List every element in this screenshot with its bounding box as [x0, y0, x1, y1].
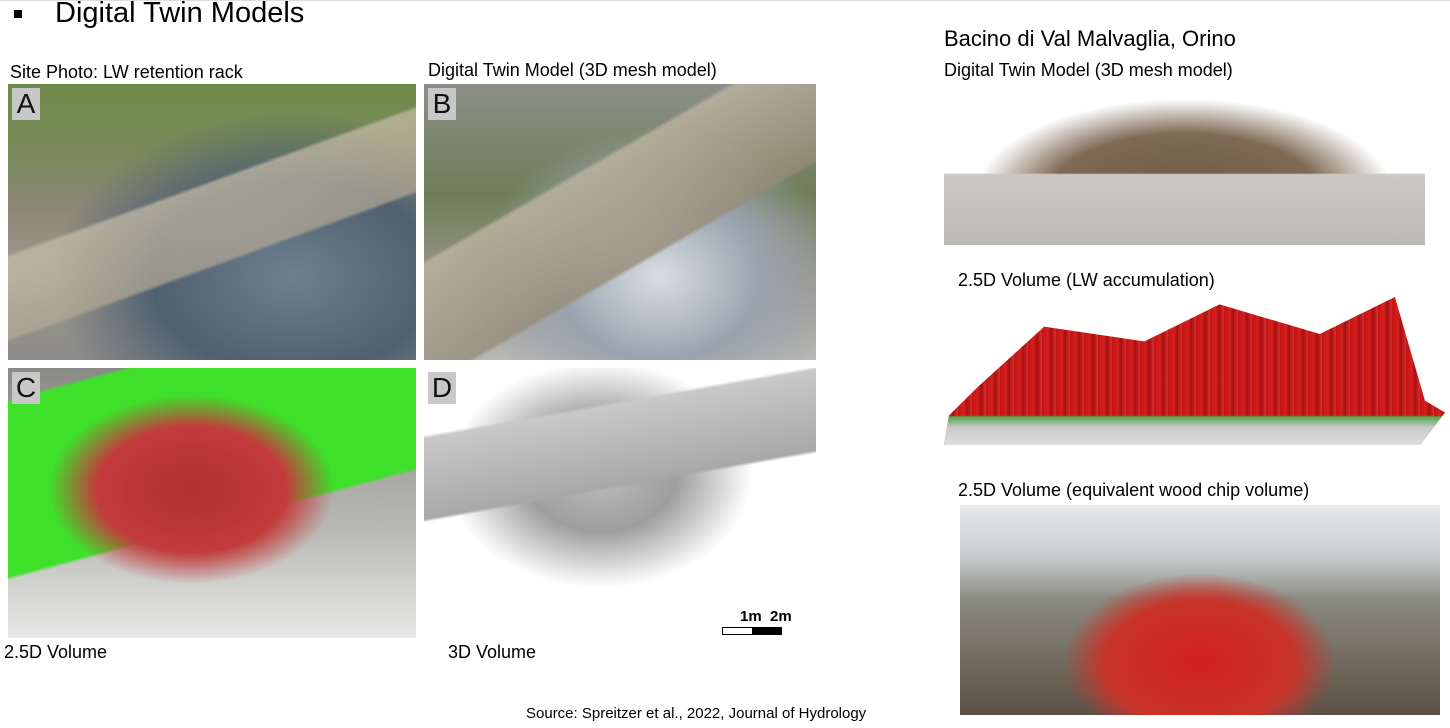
site-title: Bacino di Val Malvaglia, Orino	[944, 26, 1236, 51]
panel-label-d: D	[428, 372, 456, 404]
top-divider	[0, 0, 1450, 1]
right-mesh-label: Digital Twin Model (3D mesh model)	[944, 60, 1233, 80]
panel-label-c: C	[12, 372, 40, 404]
slide-title: Digital Twin Models	[55, 0, 305, 29]
mesh-model-label: Digital Twin Model (3D mesh model)	[428, 60, 717, 80]
site-photo-image: A	[8, 84, 416, 360]
mesh-model-image: B	[424, 84, 816, 360]
volume-3d-image: D	[424, 368, 816, 635]
volume-25d-label: 2.5D Volume	[4, 642, 108, 662]
lw-accumulation-label: 2.5D Volume (LW accumulation)	[958, 270, 1215, 290]
lw-accumulation-image	[944, 297, 1445, 445]
panel-label-b: B	[428, 88, 456, 120]
wood-chip-label: 2.5D Volume (equivalent wood chip volume…	[958, 480, 1310, 500]
scale-label-2m: 2m	[770, 608, 792, 625]
source-citation: Source: Spreitzer et al., 2022, Journal …	[526, 705, 867, 722]
bullet-icon	[14, 10, 22, 18]
volume-3d-label: 3D Volume	[448, 642, 537, 662]
scale-bar	[722, 627, 782, 635]
scale-label-1m: 1m	[740, 608, 762, 625]
site-photo-label: Site Photo: LW retention rack	[10, 62, 243, 82]
panel-label-a: A	[12, 88, 40, 120]
right-mesh-image	[944, 85, 1425, 245]
volume-25d-image: C	[8, 368, 416, 638]
wood-chip-image	[960, 505, 1440, 715]
